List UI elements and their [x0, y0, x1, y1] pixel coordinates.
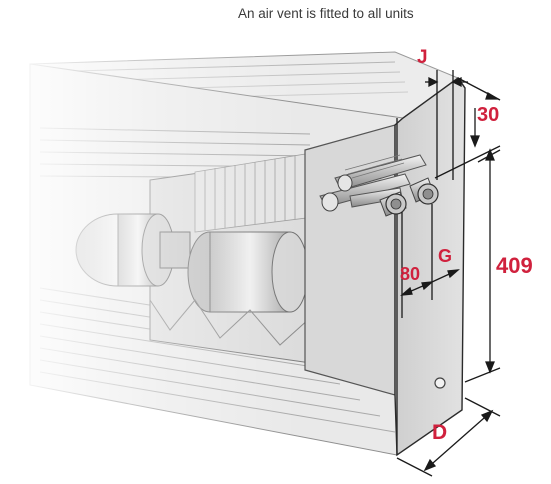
dimension-d-label: D [432, 421, 448, 444]
dimension-lines [396, 70, 501, 477]
dimension-80-label: 80 [400, 264, 421, 284]
dimension-j-label: J [417, 47, 428, 68]
drain-plug [434, 377, 446, 389]
dimension-g-label: G [438, 246, 453, 266]
valve-right [409, 177, 439, 205]
dimension-30-label: 30 [477, 104, 500, 126]
valve-left [379, 191, 407, 217]
fade-overlay [0, 40, 300, 460]
dimension-d-line [424, 410, 493, 471]
air-vent-caption: An air vent is fitted to all units [238, 6, 414, 21]
dimension-409-label: 409 [496, 253, 533, 278]
pipework [319, 154, 427, 212]
